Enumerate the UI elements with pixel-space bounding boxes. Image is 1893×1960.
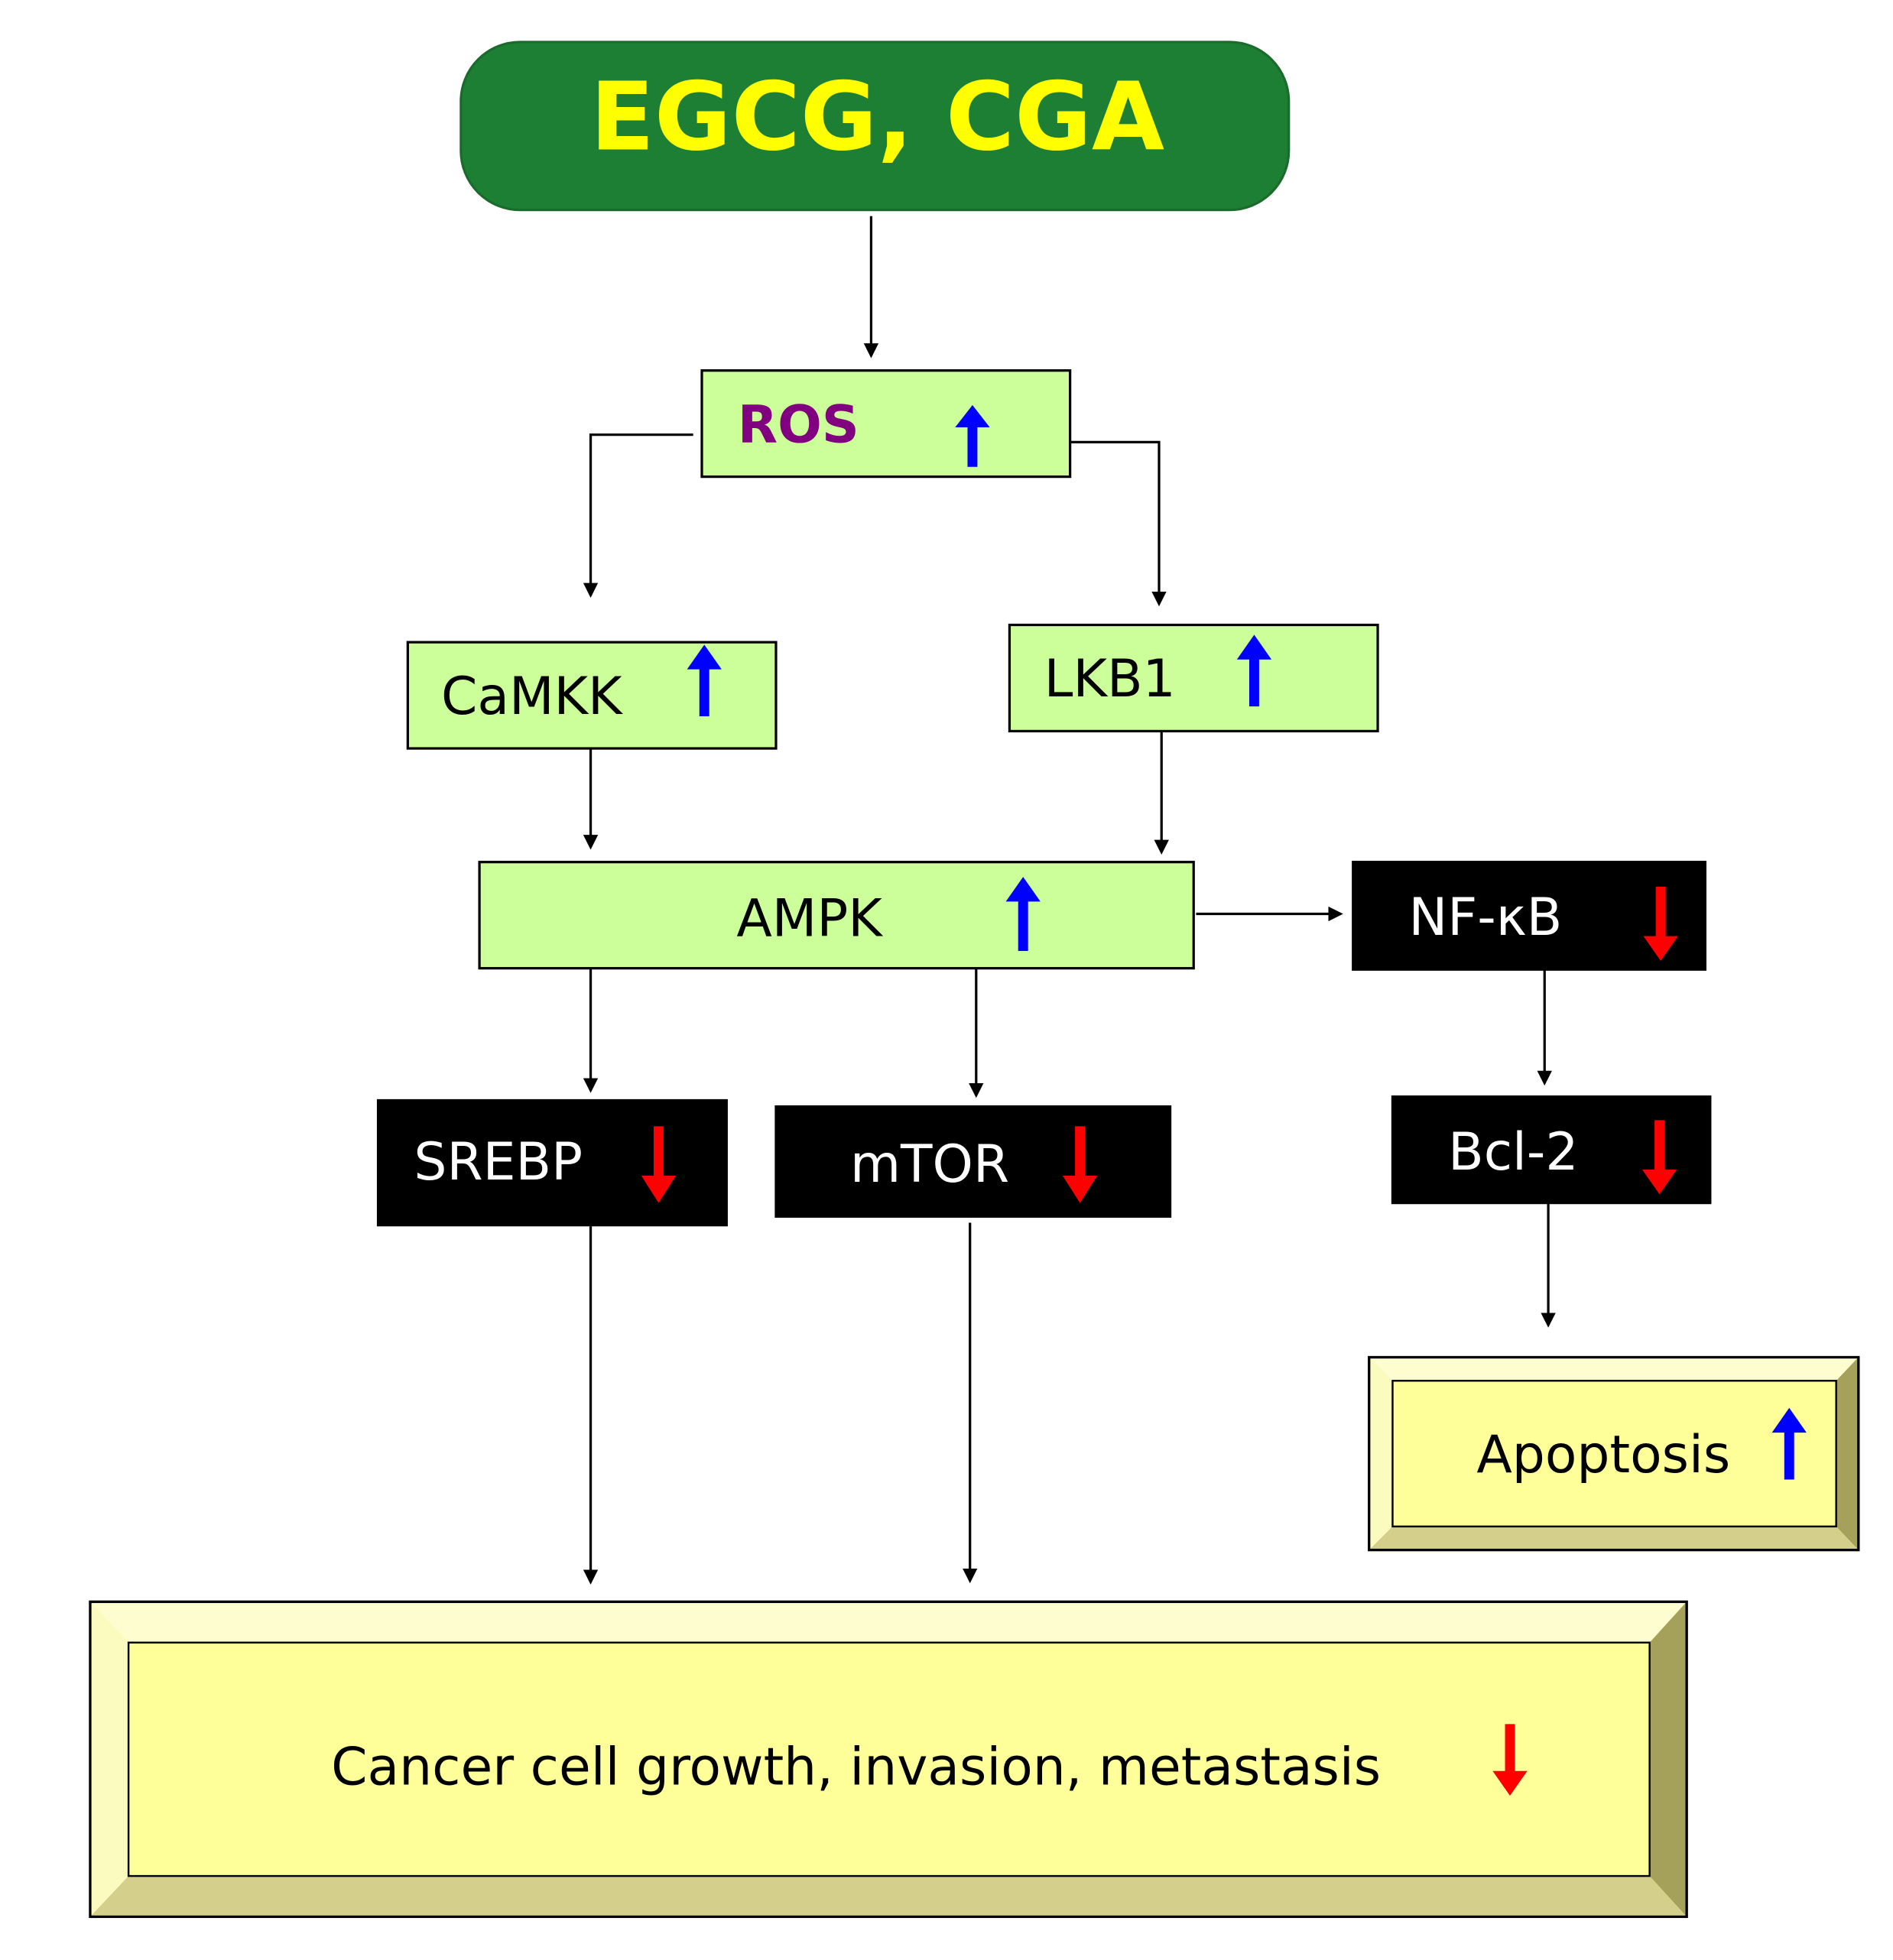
connectors (583, 216, 1556, 1585)
down-arrow-icon (1641, 1120, 1677, 1195)
up-arrow-icon (1236, 634, 1272, 707)
up-arrow-icon (687, 644, 722, 717)
node-nfkb: NF-κB (1352, 861, 1706, 971)
down-arrow-icon (1492, 1724, 1528, 1796)
node-cancer-outcome: Cancer cell growth, invasion, metastasis (89, 1600, 1688, 1919)
down-arrow-icon (1062, 1126, 1098, 1203)
node-bcl2: Bcl-2 (1391, 1095, 1712, 1205)
node-apoptosis: Apoptosis (1368, 1355, 1860, 1552)
lkb1-label: LKB1 (1044, 649, 1176, 709)
bcl2-label: Bcl-2 (1448, 1122, 1578, 1183)
nfkb-label: NF-κB (1408, 888, 1562, 948)
node-srebp: SREBP (376, 1098, 728, 1227)
camkk-label: CaMKK (441, 667, 623, 727)
node-camkk: CaMKK (406, 641, 778, 750)
up-arrow-icon (1771, 1407, 1807, 1480)
up-arrow-icon (955, 404, 990, 467)
node-egcg-cga: EGCG, CGA (459, 41, 1291, 212)
node-ampk: AMPK (478, 861, 1195, 970)
edge-ros-camkk (583, 433, 693, 598)
node-ros: ROS (700, 369, 1072, 479)
ros-label: ROS (738, 394, 859, 455)
down-arrow-icon (641, 1126, 677, 1203)
egcg-label: EGCG, CGA (590, 63, 1164, 172)
node-lkb1: LKB1 (1008, 623, 1379, 733)
cancer-label: Cancer cell growth, invasion, metastasis (331, 1738, 1381, 1798)
mtor-label: mTOR (850, 1134, 1009, 1195)
ampk-label: AMPK (736, 889, 883, 949)
edge-ros-lkb1 (1060, 440, 1167, 607)
down-arrow-icon (1643, 887, 1678, 961)
up-arrow-icon (1005, 877, 1041, 952)
node-mtor: mTOR (774, 1105, 1172, 1218)
srebp-label: SREBP (414, 1132, 583, 1193)
apoptosis-label: Apoptosis (1476, 1425, 1730, 1485)
